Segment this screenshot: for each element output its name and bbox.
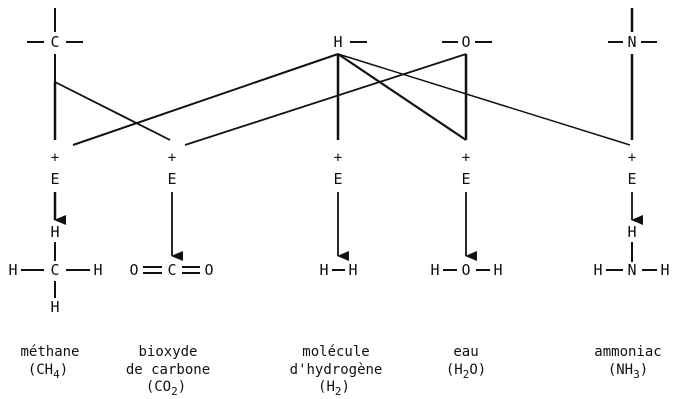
energy-markers: + E + E + E + E + E [50,150,636,188]
water-center-o: O [461,261,470,279]
h2-name-line2: d'hydrogène [290,362,383,378]
energy-label-h2: E [333,170,342,188]
water-structure: H O H [430,261,502,279]
ammonia-right-h: H [660,261,669,279]
co2-formula: (CO2) [146,379,186,398]
plus-sign-methane: + [51,150,59,166]
plus-sign-co2: + [168,150,176,166]
methane-name: méthane (CH4) [20,344,79,381]
water-formula: (H2O) [446,362,486,381]
methane-bottom-h: H [50,298,59,316]
h2-name: molécule d'hydrogène (H2) [290,344,383,398]
oxygen-source-group: O [442,33,492,51]
h2-name-line1: molécule [302,344,369,360]
water-name-line1: eau [453,344,478,360]
oxygen-source-label: O [461,33,470,51]
water-right-h: H [493,261,502,279]
co2-formula-end: ) [178,379,186,395]
co2-right-o: O [204,261,213,279]
h2-formula-sub: 2 [335,385,342,398]
co2-name-line2: de carbone [126,362,210,378]
ammonia-name-line1: ammoniac [594,344,661,360]
h2-formula-main: (H [318,379,335,395]
formation-arrows [53,192,643,261]
co2-name-line1: bioxyde [138,344,197,360]
methane-formula-sub: 4 [53,368,60,381]
ammonia-left-h: H [593,261,602,279]
ammonia-top-h: H [627,223,636,241]
energy-label-ammonia: E [627,170,636,188]
ammonia-formula: (NH3) [608,362,648,381]
h2-right-h: H [348,261,357,279]
ammonia-structure: H H N H [593,223,669,279]
ammonia-center-n: N [627,261,636,279]
water-name: eau (H2O) [446,344,486,381]
methane-left-h: H [8,261,17,279]
methane-structure: H H C H H [8,223,102,316]
ammonia-name: ammoniac (NH3) [594,344,661,381]
water-formula-end: O) [469,362,486,378]
methane-formula-main: (CH [28,362,53,378]
carbon-source-label: C [50,33,59,51]
h2-formula: (H2) [318,379,350,398]
nitrogen-source-label: N [627,33,636,51]
plus-sign-h2: + [334,150,342,166]
co2-name: bioxyde de carbone (CO2) [126,344,210,398]
co2-center-c: C [167,261,176,279]
connector-lines [53,53,631,146]
ammonia-formula-main: (NH [608,362,633,378]
h2-formula-end: ) [342,379,350,395]
hydrogen-source-label: H [333,33,342,51]
methane-formula: (CH4) [28,362,68,381]
methane-top-h: H [50,223,59,241]
co2-formula-main: (CO [146,379,171,395]
energy-label-water: E [461,170,470,188]
ammonia-formula-sub: 3 [633,368,640,381]
methane-right-h: H [93,261,102,279]
h2-structure: H H [319,261,357,279]
co2-structure: O C O [129,261,213,279]
energy-label-methane: E [50,170,59,188]
carbon-source-group: C [27,8,83,51]
water-left-h: H [430,261,439,279]
co2-formula-sub: 2 [171,385,178,398]
ammonia-formula-end: ) [640,362,648,378]
methane-name-line1: méthane [20,344,79,360]
plus-sign-ammonia: + [628,150,636,166]
energy-label-co2: E [167,170,176,188]
water-formula-sub: 2 [463,368,470,381]
co2-left-o: O [129,261,138,279]
methane-center-c: C [50,261,59,279]
water-formula-main: (H [446,362,463,378]
nitrogen-source-group: N [608,8,657,140]
hydrogen-source-group: H [333,33,367,51]
plus-sign-water: + [462,150,470,166]
h2-left-h: H [319,261,328,279]
methane-formula-end: ) [60,362,68,378]
